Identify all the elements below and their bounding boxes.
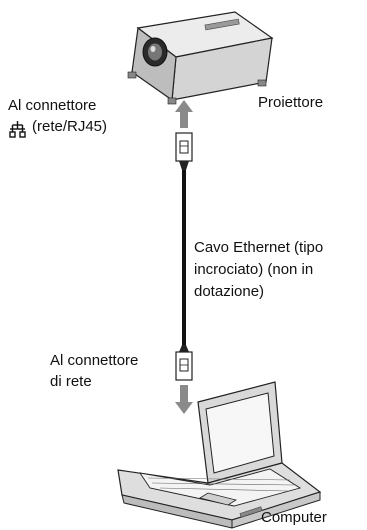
arrow-down-icon [175,385,193,414]
arrow-up-icon [175,100,193,128]
cable-label-line2: incrociato) (non in [194,261,314,278]
rj45-plug-bottom [175,345,193,381]
projector-label: Proiettore [258,94,324,111]
top-connector-label-line2: (rete/RJ45) [32,118,108,135]
computer-illustration [117,381,322,529]
rj45-plug-top [175,132,193,170]
cable-label-line1: Cavo Ethernet (tipo [194,239,324,256]
projector-illustration [127,11,274,105]
bottom-connector-label-line2: di rete [50,373,92,390]
bottom-connector-label-line1: Al connettore [50,352,139,369]
network-rj45-icon [9,121,26,138]
top-connector-label-line1: Al connettore [8,97,97,114]
cable-label-line3: dotazione) [194,283,265,300]
computer-label: Computer [261,509,327,526]
